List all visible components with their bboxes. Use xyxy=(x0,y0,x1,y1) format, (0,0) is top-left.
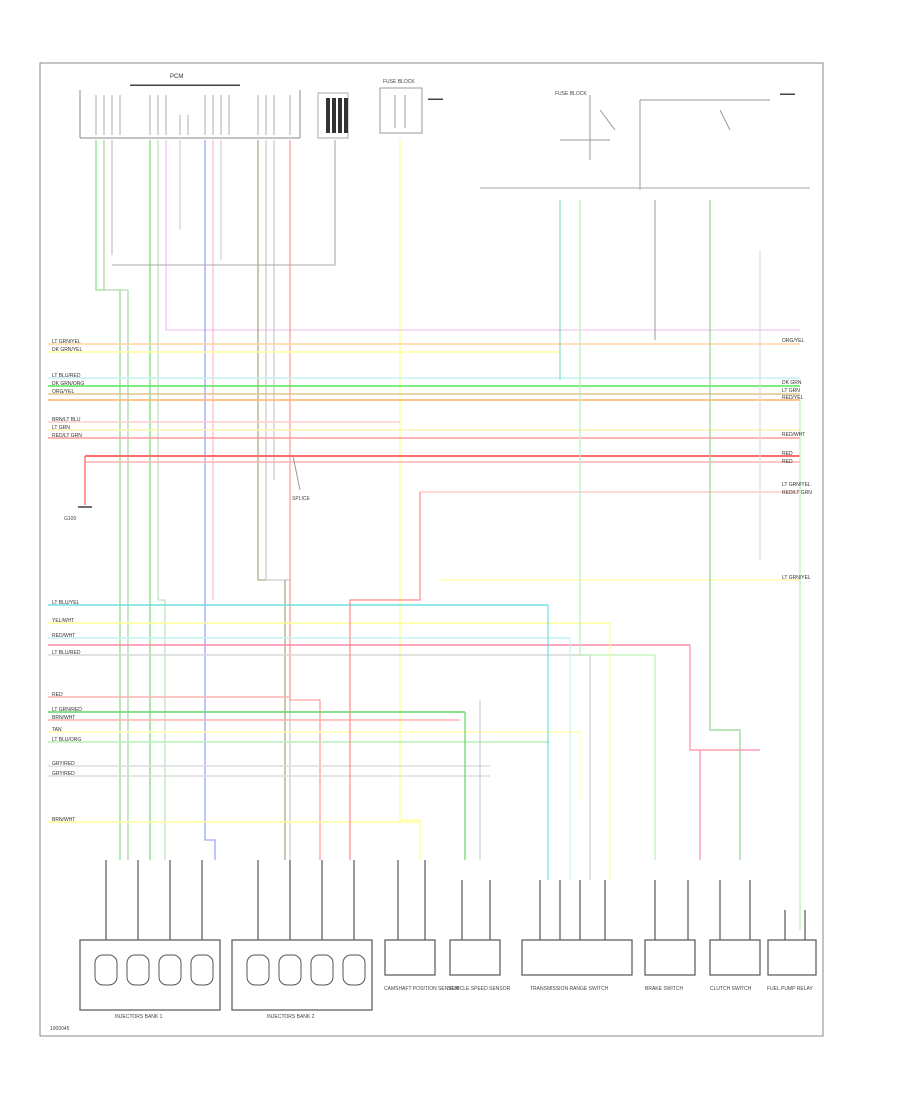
wire-label: RED xyxy=(782,459,793,465)
component-label: CAMSHAFT POSITION SENSOR xyxy=(384,986,460,992)
fuse-left-desc: ▬▬▬ xyxy=(428,96,443,102)
component-label: TRANSMISSION RANGE SWITCH xyxy=(530,986,609,992)
wire-label: ORG/YEL xyxy=(52,389,74,395)
wire-label: YEL/WHT xyxy=(52,618,74,624)
component-injectors-bank2: INJECTORS BANK 2 xyxy=(231,939,373,1020)
wire-label: BRN/LT BLU xyxy=(52,417,81,423)
component-label: INJECTORS BANK 1 xyxy=(115,1014,163,1020)
wire-label: LT BLU/YEL xyxy=(52,600,80,606)
wire-label: LT GRN xyxy=(52,425,70,431)
component-label: VEHICLE SPEED SENSOR xyxy=(448,986,511,992)
wire-label: RED/WHT xyxy=(52,633,75,639)
wire-label: RED xyxy=(52,692,63,698)
wire-label: LT BLU/RED xyxy=(52,373,81,379)
wire-label: LT GRN/YEL xyxy=(782,482,811,488)
component-vss: VEHICLE SPEED SENSOR xyxy=(448,939,511,992)
fuse-block-right: FUSE BLOCK ▬▬▬ xyxy=(480,91,810,190)
wire-label: LT GRN/RED xyxy=(52,707,82,713)
wire-label: RED/YEL xyxy=(782,395,804,401)
component-label: INJECTORS BANK 2 xyxy=(267,1014,315,1020)
component-fuel-pump-relay: FUEL PUMP RELAY xyxy=(767,939,817,992)
component-label: BRAKE SWITCH xyxy=(645,986,683,992)
horizontal-bus xyxy=(48,343,800,823)
splice-note: SPLICE xyxy=(292,455,310,502)
fuse-right-title: FUSE BLOCK xyxy=(555,91,587,97)
wire-labels-right: ORG/YEL DK GRN LT GRN RED/YEL RED/WHT RE… xyxy=(782,338,812,581)
component-brake-switch: BRAKE SWITCH xyxy=(644,939,696,992)
wire-label: BRN/WHT xyxy=(52,715,75,721)
wire-label: RED xyxy=(782,451,793,457)
wire-label: GRY/RED xyxy=(52,761,75,767)
component-clutch-switch: CLUTCH SWITCH xyxy=(709,939,761,992)
wire-label: LT BLU/RED xyxy=(52,650,81,656)
pcm-wire-drops xyxy=(95,140,800,860)
wire-label: GRY/RED xyxy=(52,771,75,777)
connector-pins xyxy=(105,860,806,940)
wire-label: RED/LT GRN xyxy=(52,433,82,439)
wire-label: LT GRN/YEL xyxy=(52,339,81,345)
pcm-connector: PCM ▬▬▬▬▬▬▬▬▬▬▬▬▬▬▬▬▬▬▬▬▬▬ xyxy=(79,74,349,139)
component-tr-switch: TRANSMISSION RANGE SWITCH xyxy=(521,939,633,992)
component-injectors-bank1: INJECTORS BANK 1 xyxy=(79,939,221,1020)
wire-labels-left: LT GRN/YEL DK GRN/YEL LT BLU/RED DK GRN/… xyxy=(52,339,84,823)
page-code: 1000045 xyxy=(50,1026,70,1032)
pcm-subtitle-bar: ▬▬▬▬▬▬▬▬▬▬▬▬▬▬▬▬▬▬▬▬▬▬ xyxy=(130,82,240,88)
wire-label: DK GRN/YEL xyxy=(52,347,83,353)
ground-symbol: G100 xyxy=(64,456,92,522)
wire-label: BRN/WHT xyxy=(52,817,75,823)
ground-label: G100 xyxy=(64,516,76,522)
fuse-left-title: FUSE BLOCK xyxy=(383,79,415,85)
wire-label: LT BLU/ORG xyxy=(52,737,81,743)
wire-label: RED/LT GRN xyxy=(782,490,812,496)
pcm-title: PCM xyxy=(170,74,183,80)
diagram-frame xyxy=(39,62,824,1037)
splice-label: SPLICE xyxy=(292,496,310,502)
right-verticals xyxy=(349,200,801,930)
wire-label: ORG/YEL xyxy=(782,338,804,344)
wire-label: LT GRN xyxy=(782,388,800,394)
component-cmp-sensor: CAMSHAFT POSITION SENSOR xyxy=(384,939,460,992)
fuse-block-left: FUSE BLOCK ▬▬▬ xyxy=(379,79,443,134)
component-label: FUEL PUMP RELAY xyxy=(767,986,813,992)
wire-label: TAN xyxy=(52,727,62,733)
relay-desc: ▬▬▬ xyxy=(780,91,795,97)
wire-label: DK GRN xyxy=(782,380,802,386)
wire-label: LT GRN/YEL xyxy=(782,575,811,581)
wire-label: DK GRN/ORG xyxy=(52,381,84,387)
component-label: CLUTCH SWITCH xyxy=(710,986,752,992)
wire-label: RED/WHT xyxy=(782,432,805,438)
